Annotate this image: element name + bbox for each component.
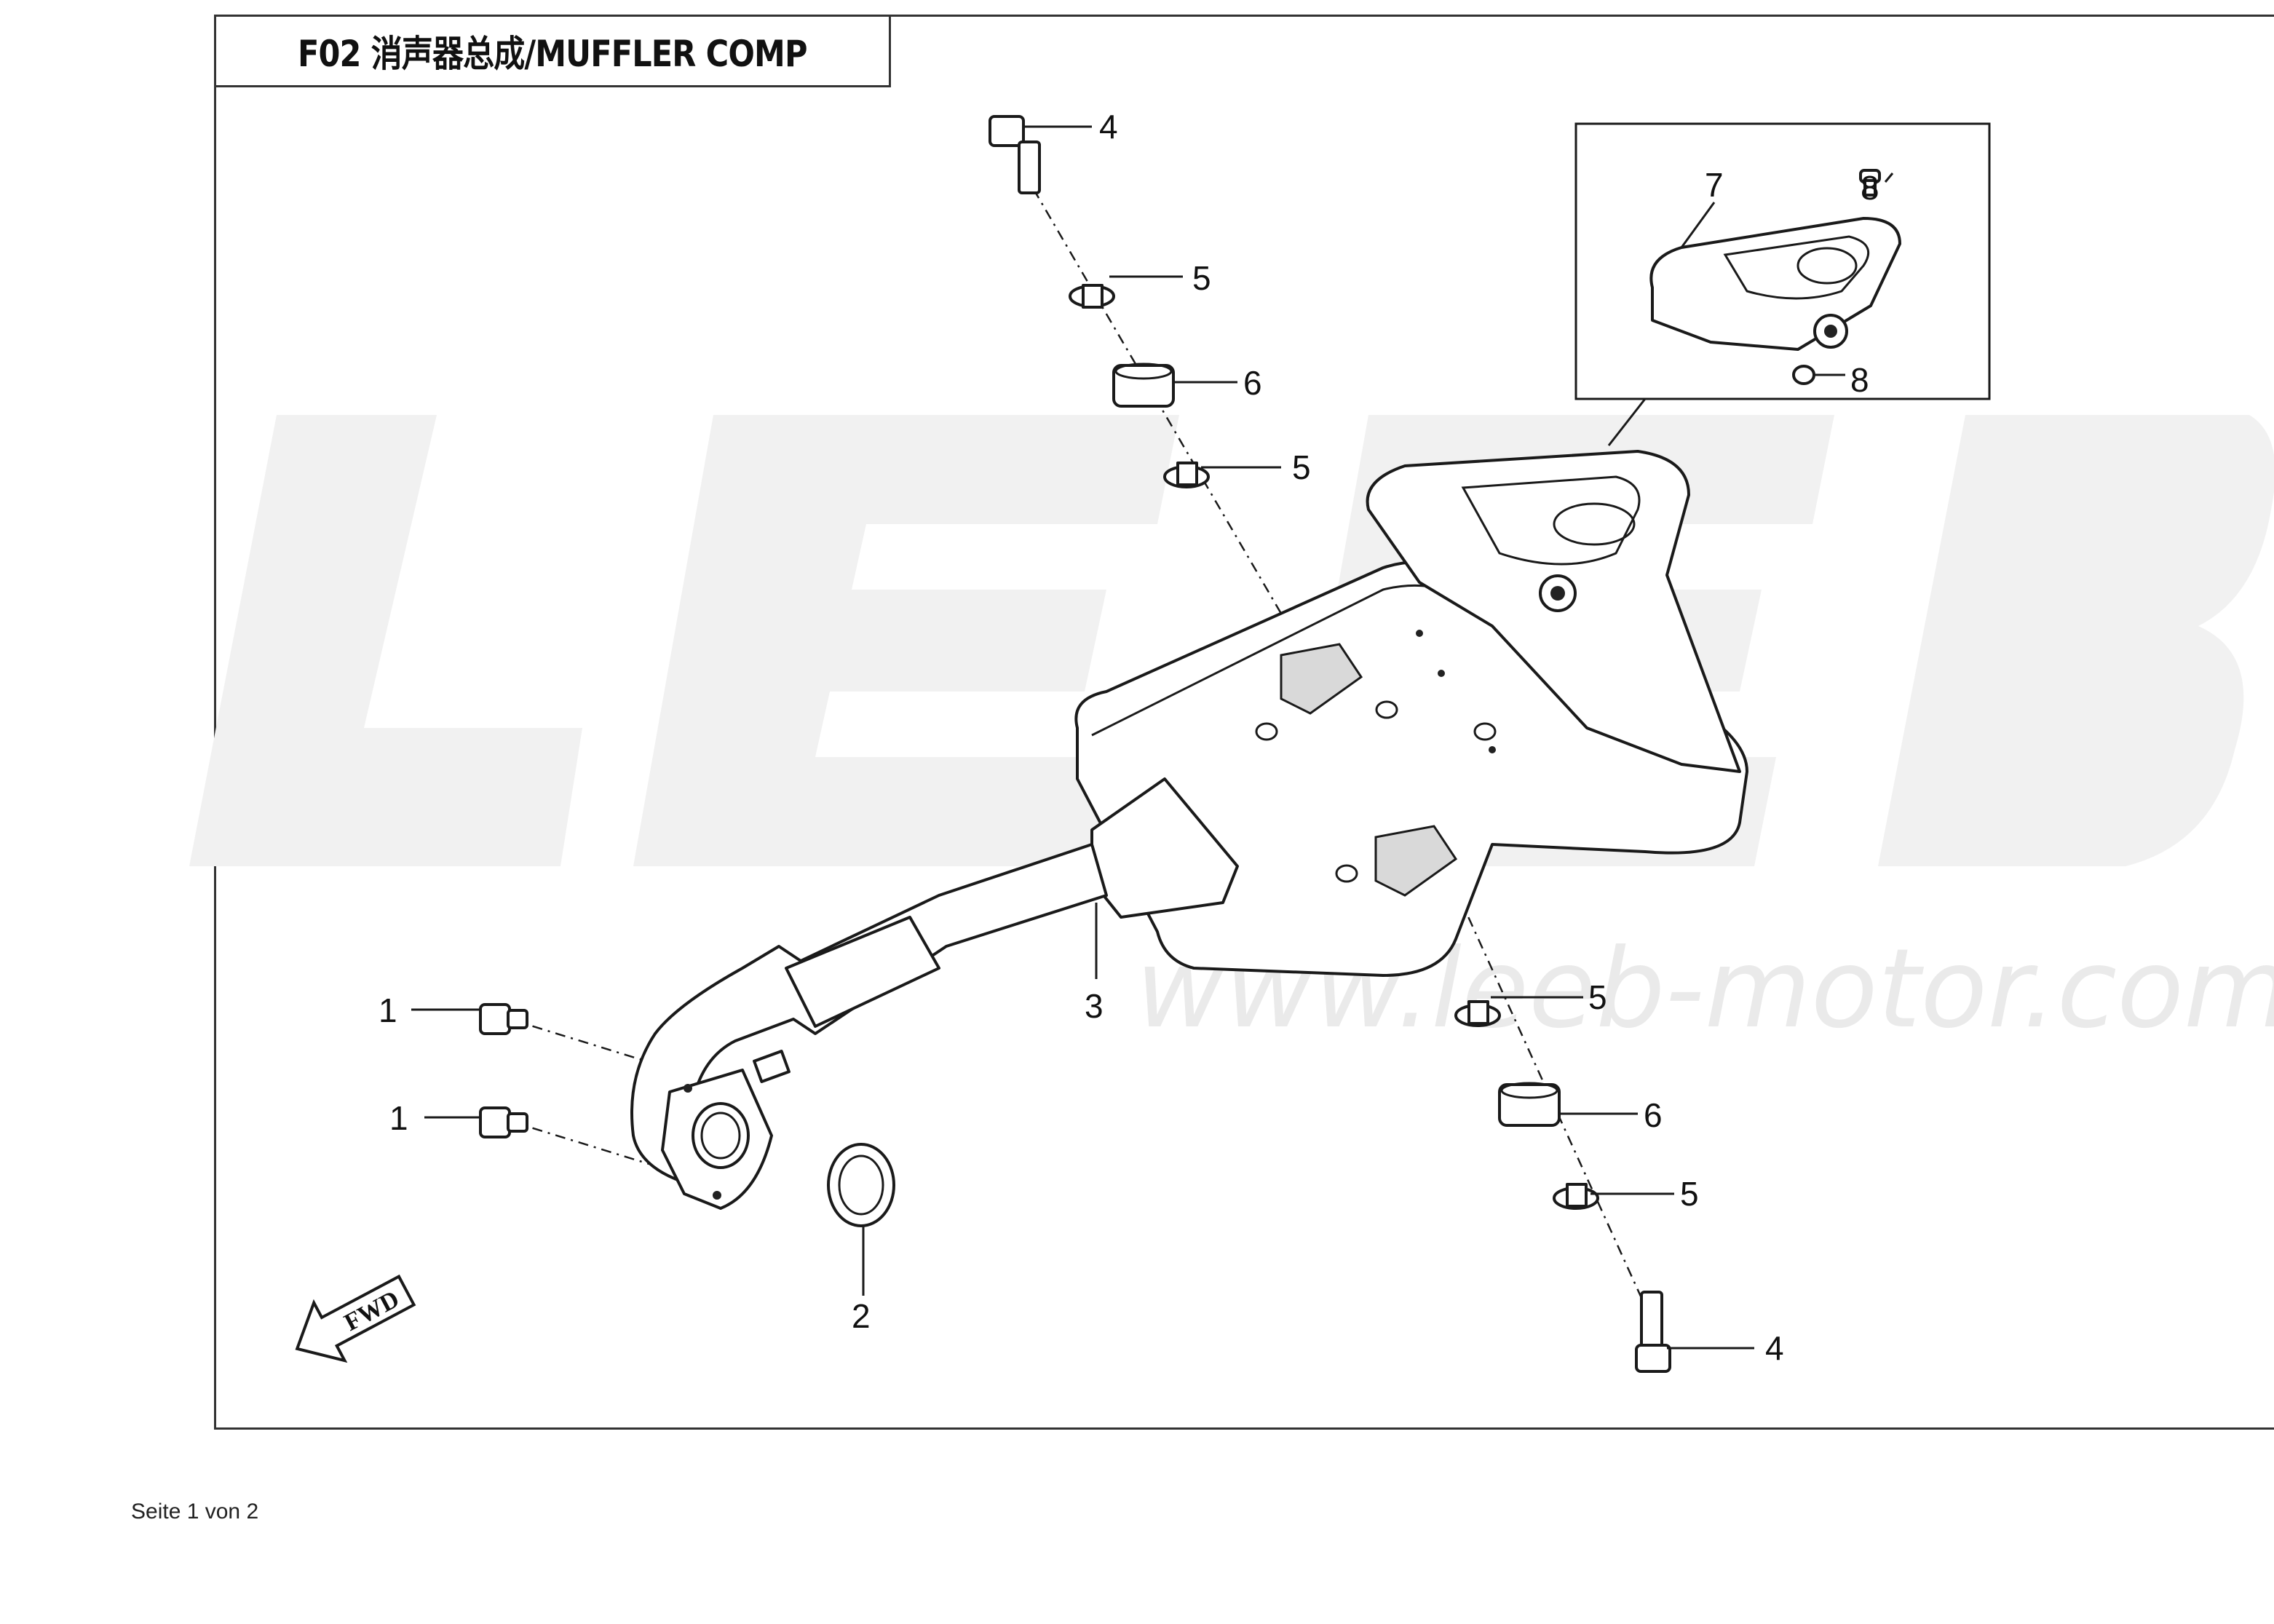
muffler-hole-3 bbox=[1473, 722, 1497, 741]
callout-bolt-bottom: 4 bbox=[1765, 1329, 1784, 1367]
muffler-hole-2 bbox=[1375, 700, 1398, 719]
collar-bottom-1 bbox=[1454, 1000, 1501, 1027]
diagram-title: F02 消声器总成/MUFFLER COMP bbox=[298, 33, 808, 75]
mount-bracket-bottom bbox=[1374, 825, 1458, 897]
callout-cover-screw-top: 8 bbox=[1861, 169, 1879, 207]
callout-collar-top-2: 5 bbox=[1292, 448, 1311, 486]
axis-screw-upper bbox=[509, 1018, 700, 1079]
exhaust-pipe bbox=[630, 843, 1108, 1188]
axis-bottom-mount bbox=[1447, 873, 1668, 1355]
axis-screw-lower bbox=[509, 1120, 700, 1181]
pipe-heat-sleeve bbox=[785, 916, 940, 1028]
end-cover-rim bbox=[1723, 235, 1870, 300]
watermark-letter-b bbox=[1878, 415, 2274, 866]
cover-screw-top bbox=[1859, 169, 1881, 197]
detail-inset-box bbox=[1574, 122, 1991, 400]
bolt-bottom bbox=[1635, 1291, 1671, 1373]
callout-end-cover: 7 bbox=[1705, 166, 1724, 204]
detail-leader-line bbox=[1607, 398, 1647, 446]
callout-bushing-top: 6 bbox=[1243, 364, 1262, 402]
muffler-rivet-3 bbox=[1489, 746, 1496, 753]
page-footer: Seite 1 von 2 bbox=[131, 1500, 259, 1524]
cover-screw-hole-center bbox=[1550, 586, 1565, 601]
pipe-sensor-boss bbox=[753, 1050, 791, 1083]
watermark-letter-l bbox=[189, 415, 582, 866]
callout-collar-bottom-1: 5 bbox=[1588, 978, 1607, 1016]
mount-bracket-top bbox=[1280, 643, 1363, 715]
gasket-inner bbox=[838, 1154, 884, 1216]
watermark-letter-e-1 bbox=[633, 415, 1179, 866]
callout-screw-lower: 1 bbox=[389, 1099, 408, 1137]
forward-arrow-icon: FWD bbox=[295, 1274, 416, 1363]
callout-gasket: 2 bbox=[852, 1297, 871, 1335]
bushing-bottom bbox=[1498, 1082, 1561, 1127]
muffler-hole-4 bbox=[1335, 864, 1358, 883]
callout-screw-upper: 1 bbox=[379, 991, 397, 1029]
bushing-top bbox=[1112, 363, 1175, 408]
callout-collar-bottom-2: 5 bbox=[1680, 1175, 1699, 1213]
bolt-top bbox=[989, 115, 1041, 194]
end-housing-rim bbox=[1461, 475, 1641, 566]
collar-top-1 bbox=[1069, 284, 1115, 309]
cover-screw-bottom bbox=[1792, 365, 1815, 385]
callout-bolt-top: 4 bbox=[1099, 108, 1118, 146]
title-box: F02 消声器总成/MUFFLER COMP bbox=[214, 15, 891, 87]
flange-hole-lower bbox=[713, 1191, 721, 1200]
muffler-hole-1 bbox=[1255, 722, 1278, 741]
flange-port-inner bbox=[700, 1112, 741, 1160]
screw-upper bbox=[479, 1003, 528, 1035]
muffler-rivet-2 bbox=[1438, 670, 1445, 677]
diagram-frame bbox=[214, 15, 2274, 1430]
callout-cover-screw-bottom: 8 bbox=[1850, 361, 1869, 399]
tailpipe-outlet bbox=[1553, 502, 1636, 546]
leader-lines bbox=[411, 125, 1894, 1350]
screw-lower bbox=[479, 1106, 528, 1138]
collar-bottom-2 bbox=[1553, 1183, 1599, 1210]
callout-bushing-bottom: 6 bbox=[1644, 1096, 1663, 1134]
end-cover-detail bbox=[1649, 217, 1901, 351]
flange-hole-upper bbox=[684, 1084, 692, 1093]
collar-top-2 bbox=[1163, 462, 1210, 488]
muffler-assembly bbox=[630, 450, 1748, 1210]
callout-muffler: 3 bbox=[1085, 987, 1104, 1025]
callout-collar-top-1: 5 bbox=[1192, 259, 1211, 297]
gasket bbox=[827, 1143, 895, 1227]
muffler-rivet-1 bbox=[1416, 630, 1423, 637]
end-cover-outlet bbox=[1796, 247, 1858, 285]
